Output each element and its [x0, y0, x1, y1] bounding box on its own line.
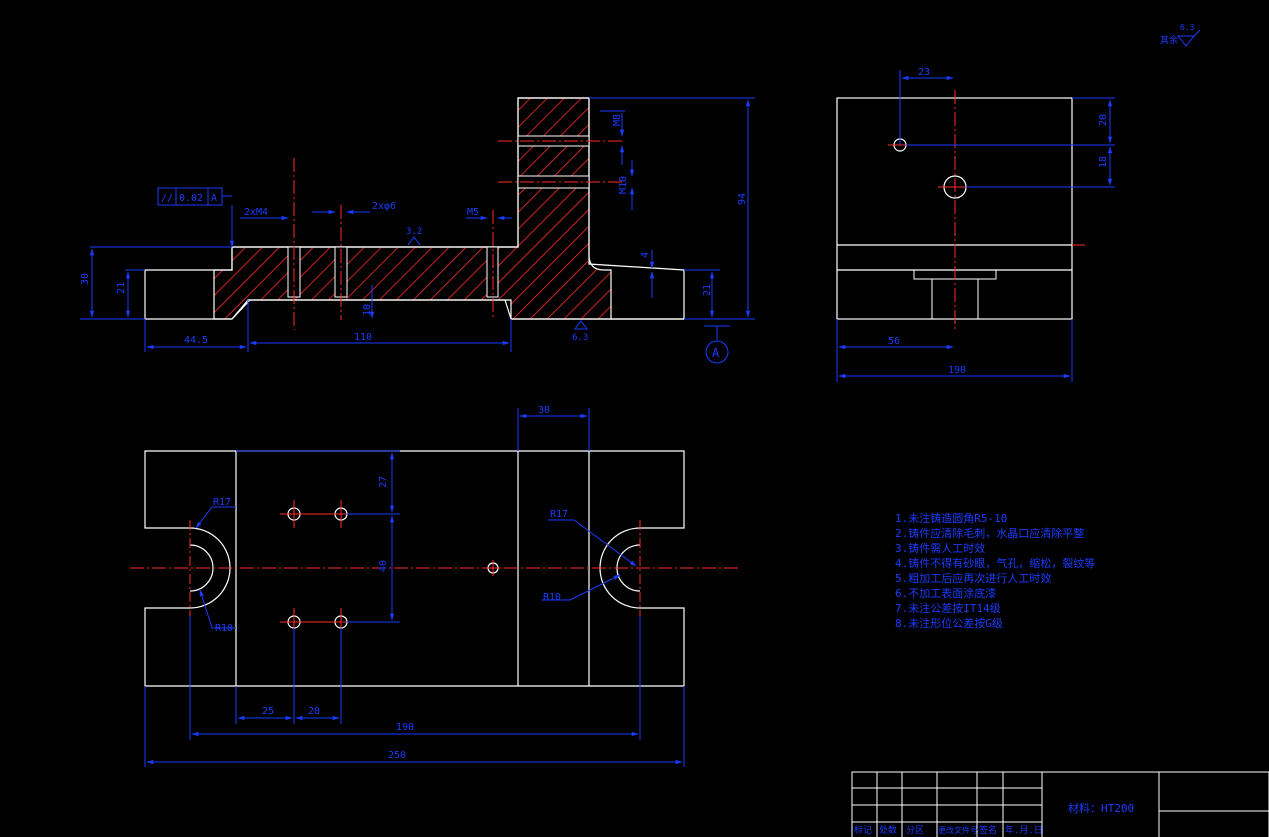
note-5: 5.粗加工后应再次进行人工时效 — [895, 571, 1051, 585]
dim-27: 27 — [378, 476, 389, 488]
front-view: 30 21 44.5 110 10 2xM4 2xφ6 M5 M8 M10 4 … — [80, 97, 755, 364]
note-3: 3.铸件需人工时效 — [895, 541, 985, 555]
dim-40: 40 — [378, 560, 389, 572]
tol-symbol: // — [161, 193, 173, 204]
dim-190-side: 190 — [948, 365, 966, 376]
roughness-corner: 其余 6.3 — [1160, 23, 1201, 47]
dim-thread: 2xM4 — [244, 207, 268, 218]
dim-20: 20 — [1098, 114, 1109, 126]
dim-250: 250 — [388, 750, 406, 761]
dim-21-right: 21 — [702, 284, 713, 296]
title-material: 材料：HT200 — [1068, 801, 1134, 815]
datum-a: A — [704, 325, 730, 364]
front-hatched-section — [213, 97, 612, 320]
note-2: 2.铸件应清除毛刺，水晶口应清除平整 — [895, 526, 1084, 540]
roughness-icon — [1176, 29, 1201, 47]
roughness-prefix: 其余 — [1160, 34, 1178, 46]
dim-holes: 2xφ6 — [372, 201, 396, 212]
dim-r17-left: R17 — [213, 497, 231, 508]
dim-m5: M5 — [467, 207, 479, 218]
dim-23: 23 — [918, 67, 930, 78]
dim-r17-right: R17 — [550, 509, 568, 520]
dim-44-5: 44.5 — [184, 335, 208, 346]
dim-r10-right: R10 — [543, 592, 561, 603]
front-recess — [231, 299, 512, 320]
datum-label: A — [712, 346, 720, 360]
title-block — [851, 771, 1269, 837]
dim-25: 25 — [262, 706, 274, 717]
dim-m8: M8 — [612, 114, 623, 126]
note-8: 8.未注形位公差按G级 — [895, 616, 1003, 630]
dim-30-top: 30 — [538, 405, 550, 416]
title-header-5: 签名 — [979, 824, 997, 836]
dim-190-top: 190 — [396, 722, 414, 733]
dim-21-left: 21 — [116, 282, 127, 294]
dim-10: 10 — [362, 304, 373, 316]
tol-datum: A — [211, 193, 217, 204]
note-1: 1.未注铸造圆角R5-10 — [895, 511, 1007, 525]
technical-notes: 1.未注铸造圆角R5-10 2.铸件应清除毛刺，水晶口应清除平整 3.铸件需人工… — [895, 511, 1095, 630]
tol-value: 0.02 — [179, 193, 203, 204]
note-7: 7.未注公差按IT14级 — [895, 601, 1001, 615]
dim-110: 110 — [354, 332, 372, 343]
dim-20-top: 20 — [308, 706, 320, 717]
roughness-bottom: 6.3 — [572, 320, 588, 343]
note-4: 4.铸件不得有砂眼，气孔，缩松，裂纹等 — [895, 556, 1095, 570]
svg-text:6.3: 6.3 — [572, 333, 588, 343]
title-header-1: 标记 — [854, 824, 872, 836]
roughness-top: 3.2 — [406, 227, 422, 246]
title-header-3: 分区 — [906, 825, 924, 836]
dim-m10: M10 — [618, 176, 629, 194]
roughness-corner-value: 6.3 — [1180, 23, 1195, 32]
dim-r10-left: R10 — [215, 623, 233, 634]
top-view: 30 27 40 R17 R10 R17 R10 25 20 190 250 — [130, 405, 740, 767]
note-6: 6.不加工表面涂底漆 — [895, 586, 996, 600]
geometric-tolerance-frame: // 0.02 A — [157, 187, 232, 206]
svg-text:3.2: 3.2 — [406, 227, 422, 237]
title-header-4: 更改文件号 — [938, 825, 978, 835]
dim-4: 4 — [640, 252, 651, 258]
title-header-2: 处数 — [879, 824, 897, 836]
title-header-6: 年.月.日 — [1005, 824, 1043, 836]
side-view: 23 20 18 56 190 — [836, 67, 1115, 382]
dim-94: 94 — [737, 193, 748, 205]
dim-30: 30 — [80, 273, 91, 285]
dim-56: 56 — [888, 336, 900, 347]
dim-18: 18 — [1098, 156, 1109, 168]
